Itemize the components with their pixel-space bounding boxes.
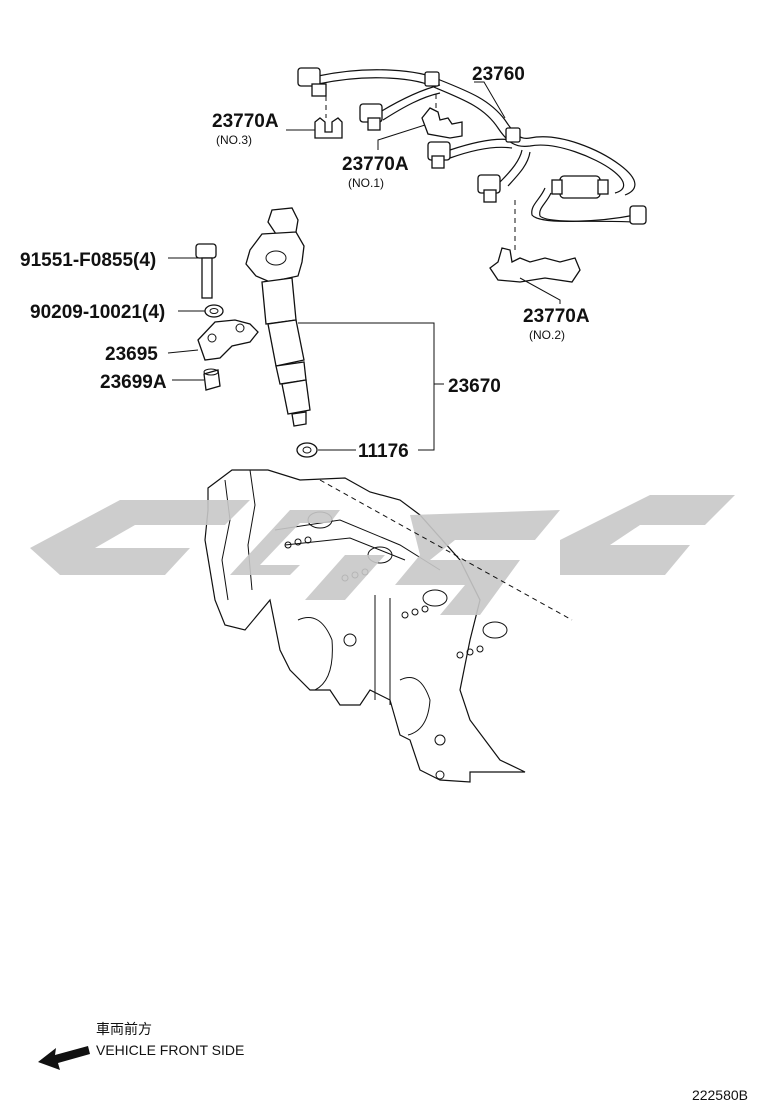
leader-23760: [474, 81, 506, 119]
collar-drawing: [203, 368, 221, 391]
injector-centerline: [319, 479, 573, 621]
clamp-no1-drawing: [421, 107, 463, 139]
injector-drawing: [245, 207, 311, 427]
arrow-left-icon: [38, 1046, 90, 1070]
clamp-no3-drawing: [314, 117, 343, 139]
watermark-glyph-3: [395, 510, 560, 615]
label-23699a: 23699A: [100, 372, 167, 393]
label-23695: 23695: [105, 344, 158, 365]
watermark-logo: [30, 495, 735, 615]
direction-label-japanese: 車両前方: [96, 1021, 152, 1037]
leader-23770a-no2: [519, 277, 561, 304]
bolt-drawing: [195, 243, 217, 299]
note-23770a-no2: (NO.2): [529, 328, 565, 342]
label-23760: 23760: [472, 64, 525, 85]
figure-reference: 222580B: [692, 1087, 748, 1103]
label-23770a-no3: 23770A: [212, 111, 279, 132]
leader-clamp: [167, 349, 199, 354]
label-23770a-no2: 23770A: [523, 306, 590, 327]
note-23770a-no3: (NO.3): [216, 133, 252, 147]
fuel-tube-set-drawing: [297, 67, 647, 225]
injector-clamp-drawing: [197, 319, 259, 361]
washer-drawing: [204, 304, 224, 318]
label-23670: 23670: [448, 376, 501, 397]
watermark-glyph-1: [30, 500, 250, 575]
watermark-glyph-2: [230, 510, 385, 600]
leader-injector: [298, 322, 444, 451]
label-11176: 11176: [358, 441, 409, 462]
gasket-drawing: [296, 442, 318, 458]
label-90209-10021: 90209-10021(4): [30, 302, 165, 323]
vehicle-front-indicator: 車両前方 VEHICLE FRONT SIDE: [38, 1021, 244, 1070]
watermark-glyph-4: [560, 495, 735, 575]
label-91551-f0855: 91551-F0855(4): [20, 250, 156, 271]
note-23770a-no1: (NO.1): [348, 176, 384, 190]
leader-23770a-no1: [377, 124, 426, 150]
direction-label-english: VEHICLE FRONT SIDE: [96, 1042, 244, 1058]
label-23770a-no1: 23770A: [342, 154, 409, 175]
clamp-no2-drawing: [489, 247, 581, 283]
